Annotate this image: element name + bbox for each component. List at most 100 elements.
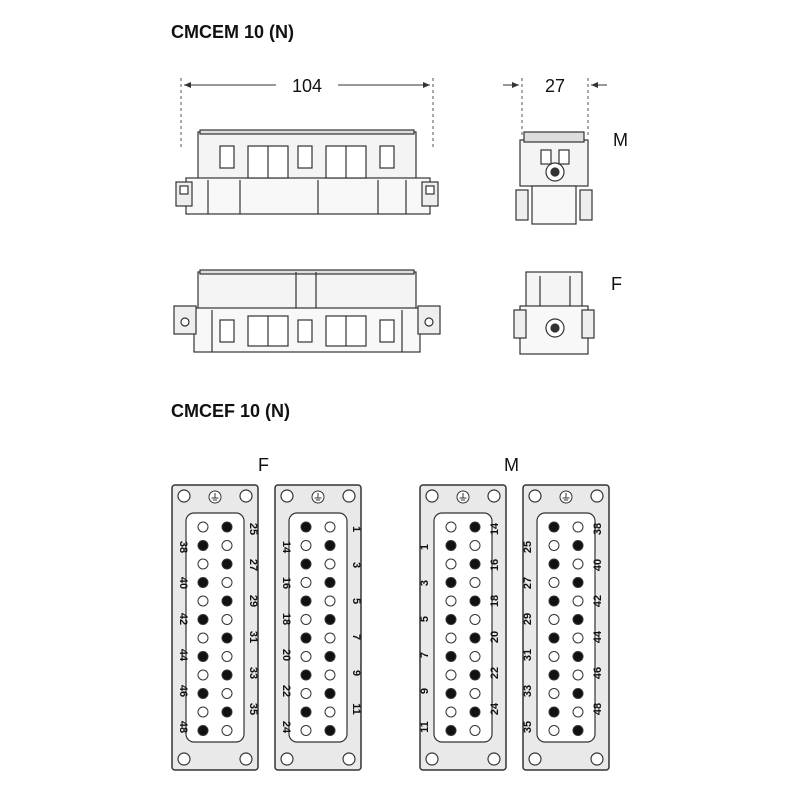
pin-contact	[324, 688, 336, 699]
pin-contact	[572, 521, 584, 533]
pin-number-label: 16	[280, 577, 292, 589]
pin-number-label: 1	[350, 526, 362, 532]
pin-contact	[300, 725, 312, 736]
pin-contact	[221, 521, 233, 533]
pin-contact	[548, 669, 560, 681]
end-view-male	[515, 131, 593, 225]
pin-contact	[324, 725, 336, 736]
pin-contact	[445, 632, 457, 644]
pin-contact	[572, 651, 584, 662]
pin-contact	[197, 558, 209, 570]
pin-contact	[300, 706, 312, 718]
pin-contact	[572, 669, 584, 681]
pin-contact	[548, 595, 560, 607]
pin-contact	[197, 540, 209, 551]
dimension-width-label: 27	[545, 76, 565, 96]
title-cmcem: CMCEM 10 (N)	[171, 22, 295, 42]
pin-contact	[572, 614, 584, 625]
pin-contact	[445, 651, 457, 662]
pin-contact	[548, 614, 560, 625]
pin-number-label: 7	[350, 634, 362, 640]
pin-number-label: 1	[419, 544, 431, 550]
side-view-male	[175, 129, 439, 215]
pin-contact	[221, 614, 233, 625]
pin-contact	[445, 669, 457, 681]
pin-number-label: 48	[592, 703, 604, 715]
pin-contact	[469, 558, 481, 570]
pin-contact	[197, 595, 209, 607]
pin-contact	[469, 669, 481, 681]
pin-contact	[469, 595, 481, 607]
pin-contact	[221, 651, 233, 662]
label-female-lower: F	[611, 274, 622, 294]
pin-contact	[548, 540, 560, 551]
pin-contact	[197, 706, 209, 718]
pin-contact	[548, 725, 560, 736]
pin-number-label: 40	[592, 559, 604, 571]
label-female-faces: F	[258, 455, 269, 475]
pin-contact	[300, 577, 312, 588]
pin-number-label: 33	[247, 667, 259, 679]
pin-contact	[197, 688, 209, 699]
pin-number-label: 25	[247, 523, 259, 535]
pin-contact	[445, 614, 457, 625]
pin-contact	[469, 706, 481, 718]
pin-number-label: 24	[489, 702, 501, 715]
pin-contact	[469, 688, 481, 699]
pin-number-label: 5	[419, 616, 431, 622]
pin-number-label: 38	[177, 541, 189, 553]
pin-contact	[445, 688, 457, 699]
pin-number-label: 5	[350, 598, 362, 604]
dimension-length: 104	[180, 76, 434, 150]
pin-contact	[469, 651, 481, 662]
pin-number-label: 18	[280, 613, 292, 625]
pin-contact	[221, 540, 233, 551]
pin-contact	[445, 540, 457, 551]
pin-contact	[197, 521, 209, 533]
pin-contact	[572, 595, 584, 607]
pin-number-label: 14	[280, 541, 292, 554]
pin-contact	[197, 577, 209, 588]
pin-contact	[548, 558, 560, 570]
pin-contact	[197, 651, 209, 662]
pin-number-label: 7	[419, 652, 431, 658]
pin-number-label: 46	[592, 667, 604, 679]
pin-contact	[445, 595, 457, 607]
dimension-length-label: 104	[292, 76, 322, 96]
pin-number-label: 29	[522, 613, 534, 625]
pin-contact	[300, 540, 312, 551]
pin-number-label: 27	[522, 577, 534, 589]
pin-number-label: 22	[280, 685, 292, 697]
pin-number-label: 20	[489, 631, 501, 643]
side-view-female	[173, 269, 441, 353]
pin-number-label: 33	[522, 685, 534, 697]
pin-number-label: 9	[350, 670, 362, 676]
pin-contact	[548, 632, 560, 644]
pin-number-label: 44	[177, 649, 189, 662]
pin-number-label: 35	[522, 721, 534, 733]
pin-contact	[324, 632, 336, 644]
pin-contact	[445, 577, 457, 588]
pin-contact	[324, 614, 336, 625]
pin-contact	[300, 651, 312, 662]
pin-contact	[548, 577, 560, 588]
pin-contact	[300, 669, 312, 681]
pin-contact	[572, 558, 584, 570]
pin-contact	[445, 725, 457, 736]
pin-contact	[548, 706, 560, 718]
pin-contact	[324, 595, 336, 607]
pin-contact	[469, 614, 481, 625]
face-views: 3840424446482527293133351416182022241357…	[171, 484, 610, 771]
pin-contact	[300, 688, 312, 699]
end-view-female	[513, 271, 595, 355]
pin-contact	[221, 688, 233, 699]
pin-contact	[572, 688, 584, 699]
pin-contact	[572, 577, 584, 588]
pin-contact	[324, 651, 336, 662]
pin-contact	[300, 558, 312, 570]
pin-number-label: 40	[177, 577, 189, 589]
